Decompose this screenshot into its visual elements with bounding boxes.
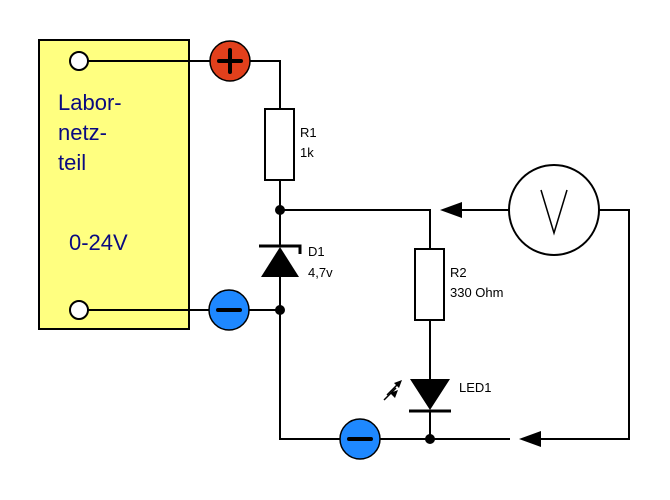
voltmeter: V xyxy=(508,164,600,256)
zener-diode-bar xyxy=(259,244,302,254)
minus-terminal-bottom xyxy=(339,418,381,460)
zener-diode-icon xyxy=(261,247,299,277)
resistor-r1-name: R1 xyxy=(300,125,317,140)
led-led1-name: LED1 xyxy=(459,380,492,395)
psu-terminal-positive[interactable] xyxy=(69,51,89,71)
voltmeter-circle xyxy=(508,164,600,256)
light-emission-icon xyxy=(383,380,402,401)
junction-node-bottom xyxy=(425,434,435,444)
resistor-r2-value: 330 Ohm xyxy=(450,285,503,300)
power-supply: Labor- netz- teil 0-24V xyxy=(38,39,190,330)
wire-voltmeter-right xyxy=(541,209,630,440)
led-icon xyxy=(410,379,450,410)
resistor-r2-body xyxy=(414,248,445,321)
resistor-r1-value: 1k xyxy=(300,145,314,160)
power-supply-label-line-2: netz- xyxy=(58,120,107,145)
power-supply-box xyxy=(38,39,190,330)
plus-terminal xyxy=(209,40,251,82)
junction-node-top xyxy=(275,205,285,215)
wire-node-r2 xyxy=(280,209,431,249)
arrow-left-icon xyxy=(440,202,462,218)
resistor-r1-body xyxy=(264,108,295,181)
zener-diode-d1: D1 4,7v xyxy=(259,244,333,280)
wire-positive xyxy=(88,60,281,109)
wire-d1-bottom xyxy=(279,277,510,440)
power-supply-label-line-3: teil xyxy=(58,150,86,175)
arrow-left-icon xyxy=(519,431,541,447)
resistor-r2-name: R2 xyxy=(450,265,467,280)
minus-terminal-left xyxy=(208,289,250,331)
resistor-r2: R2 330 Ohm xyxy=(414,248,503,321)
plus-symbol-text: + xyxy=(0,0,1,1)
minus-symbol-text: − xyxy=(0,0,1,1)
junction-node-negative xyxy=(275,305,285,315)
zener-diode-d1-name: D1 xyxy=(308,244,325,259)
led-led1: LED1 xyxy=(383,379,492,413)
resistor-r1: R1 1k xyxy=(264,108,317,181)
voltmeter-v-glyph xyxy=(540,189,568,236)
zener-diode-d1-value: 4,7v xyxy=(308,265,333,280)
psu-terminal-negative[interactable] xyxy=(69,300,89,320)
power-supply-voltage: 0-24V xyxy=(69,230,128,255)
power-supply-label-line-1: Labor- xyxy=(58,90,122,115)
